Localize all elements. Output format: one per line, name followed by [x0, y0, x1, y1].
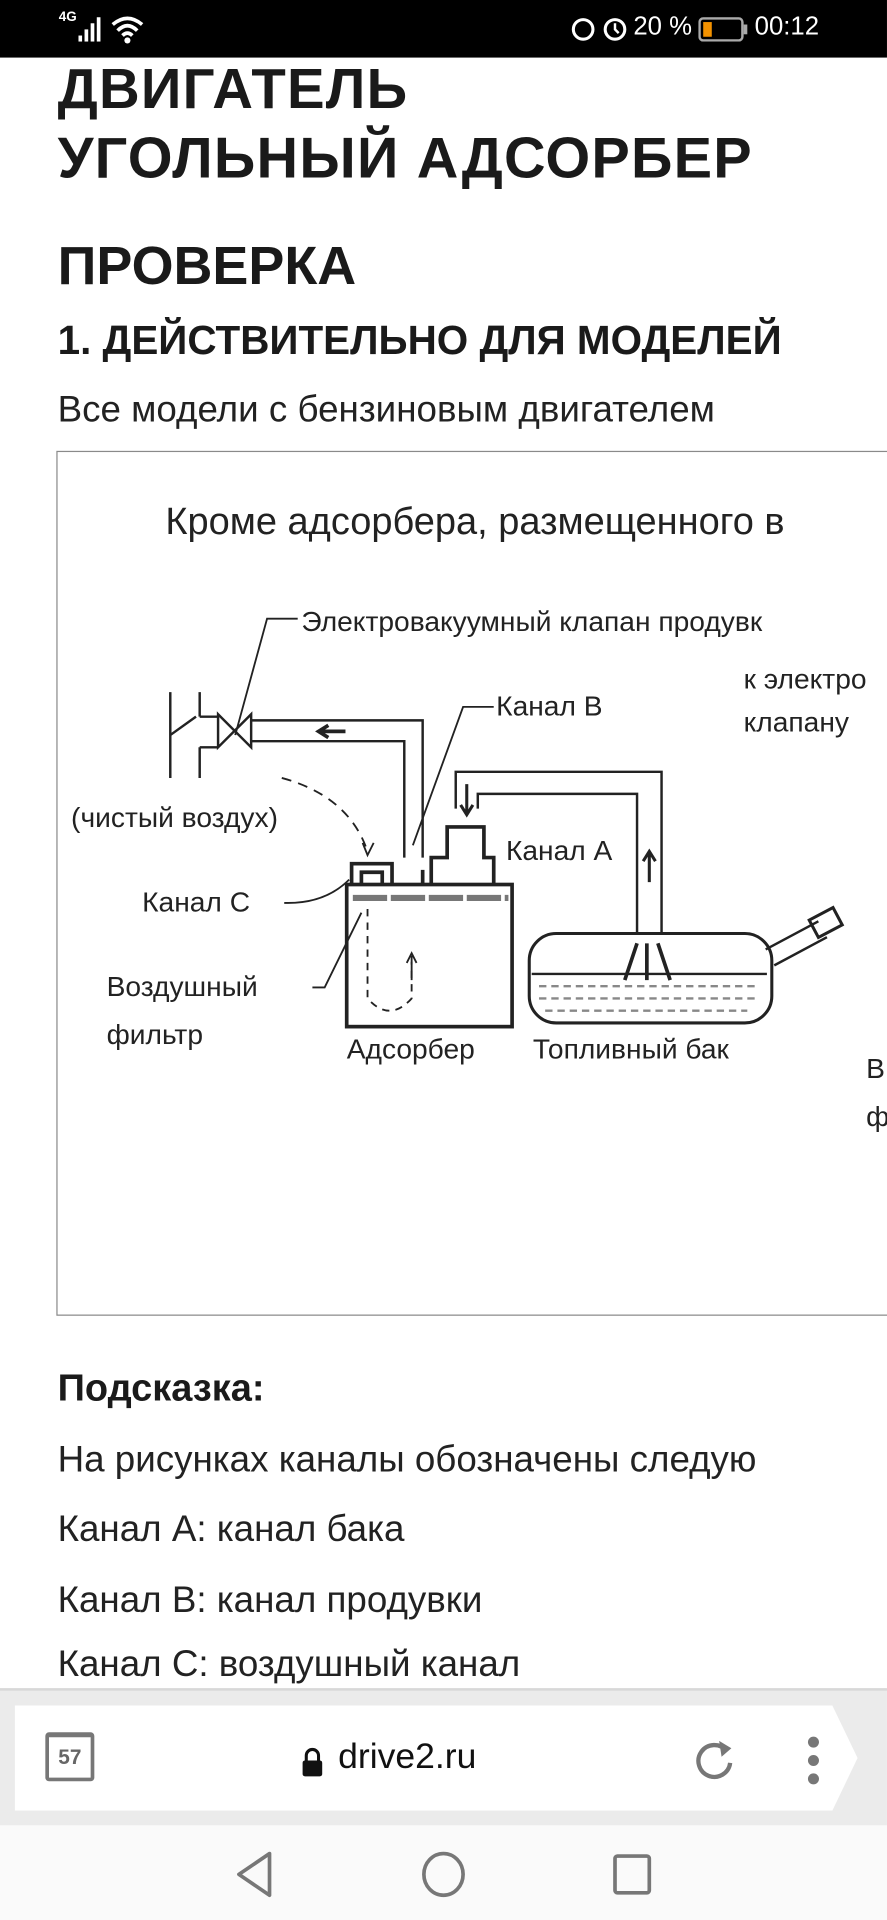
label-fuel-tank: Топливный бак: [532, 1032, 729, 1065]
label-air-filter-2: фильтр: [106, 1018, 204, 1050]
signal-icon: [78, 17, 101, 42]
label-canister: Адсорбер: [346, 1032, 475, 1065]
hint-line: Канал A: канал бака: [57, 1509, 405, 1550]
reload-icon[interactable]: [692, 1738, 736, 1782]
battery-icon: [698, 17, 748, 42]
label-port-c: Канал C: [142, 885, 251, 918]
canister-diagram: [169, 617, 845, 1029]
figure-frame: [56, 450, 887, 1316]
label-air-filter-1: Воздушный: [106, 970, 258, 1003]
label-clean-air: (чистый воздух): [71, 801, 278, 834]
battery-percent: 20 %: [633, 12, 693, 41]
hint-title: Подсказка:: [57, 1365, 265, 1409]
status-bar: 4G 20 % 00:12: [0, 0, 887, 58]
label-to-valve-1: к электро: [743, 662, 867, 695]
step-heading: 1. ДЕЙСТВИТЕЛЬНО ДЛЯ МОДЕЛЕЙ: [57, 317, 782, 363]
browser-toolbar: 57 drive2.ru: [0, 1688, 887, 1826]
menu-icon[interactable]: [805, 1735, 822, 1786]
heading-cut: ДВИГАТЕЛЬ: [57, 56, 409, 121]
hint-line: Канал C: воздушный канал: [57, 1644, 521, 1685]
hint-line: Канал B: канал продувки: [57, 1580, 483, 1621]
models-text: Все модели с бензиновым двигателем: [57, 389, 715, 431]
figure-caption: Кроме адсорбера, размещенного в: [165, 499, 785, 543]
page-title: УГОЛЬНЫЙ АДСОРБЕР: [57, 124, 753, 190]
hint-line: На рисунках каналы обозначены следую: [57, 1439, 757, 1480]
url-text[interactable]: drive2.ru: [338, 1737, 477, 1777]
label-to-valve-2: клапану: [743, 705, 849, 738]
label-port-b: Канал B: [496, 689, 603, 722]
label-port-a: Канал A: [505, 834, 613, 867]
label-valve: Электровакуумный клапан продувк: [301, 605, 763, 638]
clock: 00:12: [754, 12, 820, 41]
valve-symbol: [216, 711, 253, 751]
home-icon[interactable]: [420, 1850, 467, 1899]
alarm-icon: [603, 18, 627, 41]
fuel-tank: [527, 931, 774, 1025]
tab-switcher-button[interactable]: 57: [45, 1732, 95, 1782]
section-heading: ПРОВЕРКА: [57, 236, 357, 297]
wifi-icon: [111, 16, 144, 44]
navigation-bar: [0, 1825, 887, 1920]
flow-arrow: [315, 723, 346, 740]
back-icon[interactable]: [233, 1850, 275, 1899]
address-bar[interactable]: 57 drive2.ru: [14, 1705, 858, 1811]
network-type: 4G: [58, 9, 77, 25]
data-saver-icon: [571, 18, 595, 41]
recent-apps-icon[interactable]: [611, 1852, 653, 1896]
canister-body: [344, 882, 514, 1029]
lock-icon: [302, 1747, 323, 1777]
label-cut-2: ф: [866, 1100, 887, 1133]
label-cut-1: В: [866, 1052, 885, 1085]
